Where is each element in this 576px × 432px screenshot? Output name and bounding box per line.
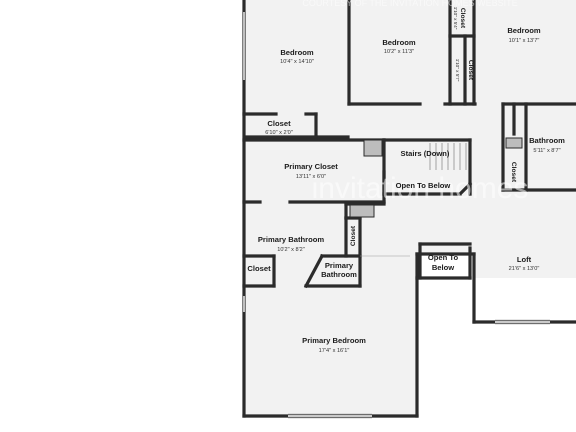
bedroom-right-dims: 10'1" x 13'7" bbox=[509, 38, 540, 44]
closet-top-center-dims: 1'10" x 5'7" bbox=[455, 59, 460, 82]
bedroom-center-dims: 10'2" x 11'3" bbox=[384, 49, 414, 55]
loft-name: Loft bbox=[517, 255, 532, 264]
watermark-top-text: COURTESY OF THE INVITATION HOMES WEBSITE bbox=[302, 0, 517, 8]
loft-dims: 21'6" x 13'0" bbox=[509, 266, 540, 272]
closet-upper-left-name: Closet bbox=[267, 119, 291, 128]
window-frames bbox=[288, 255, 550, 419]
bedroom-right-name: Bedroom bbox=[507, 26, 541, 35]
windows bbox=[243, 12, 550, 417]
watermark-brand-text: invitation homes bbox=[312, 172, 529, 205]
primary-bathroom-small-line2: Bathroom bbox=[321, 270, 357, 279]
closet-top-right-name: Closet bbox=[459, 8, 466, 29]
primary-bedroom-dims: 17'4" x 16'1" bbox=[319, 348, 350, 354]
bedroom-left-dims: 10'4" x 14'10" bbox=[280, 59, 314, 65]
stair-treads bbox=[429, 143, 467, 170]
bathroom-dims: 5'11" x 8'7" bbox=[533, 148, 560, 154]
closet-top-center-name: Closet bbox=[467, 60, 474, 81]
primary-closet-dims: 13'11" x 6'0" bbox=[296, 174, 326, 180]
closet-left-name: Closet bbox=[247, 264, 271, 273]
open-to-below-lower-line1: Open To bbox=[428, 253, 459, 262]
bathroom-name: Bathroom bbox=[529, 136, 565, 145]
watermark: COURTESY OF THE INVITATION HOMES WEBSITE… bbox=[302, 0, 528, 205]
hatched-fixtures bbox=[349, 137, 523, 218]
closet-primary-bath-name: Closet bbox=[350, 225, 357, 246]
bedroom-left-name: Bedroom bbox=[280, 48, 314, 57]
primary-bathroom-small-line1: Primary bbox=[325, 261, 354, 270]
exterior-area bbox=[418, 254, 576, 432]
stairs-name: Stairs (Down) bbox=[401, 149, 450, 158]
primary-bathroom-dims: 10'2" x 8'2" bbox=[277, 247, 305, 253]
primary-closet-name: Primary Closet bbox=[284, 162, 338, 171]
primary-bathroom-name: Primary Bathroom bbox=[258, 235, 325, 244]
room-labels: Bedroom 10'4" x 14'10" Bedroom 10'2" x 1… bbox=[247, 7, 565, 354]
closet-bathroom-name: Closet bbox=[510, 162, 517, 183]
walls bbox=[242, 0, 576, 418]
closet-upper-left-dims: 6'10" x 2'0" bbox=[265, 130, 293, 136]
open-to-below-upper-name: Open To Below bbox=[396, 181, 451, 190]
primary-bedroom-name: Primary Bedroom bbox=[302, 336, 366, 345]
bedroom-center-name: Bedroom bbox=[382, 38, 416, 47]
open-to-below-lower-line2: Below bbox=[432, 263, 454, 272]
closet-top-right-dims: 1'10" x 5'4" bbox=[453, 7, 458, 30]
